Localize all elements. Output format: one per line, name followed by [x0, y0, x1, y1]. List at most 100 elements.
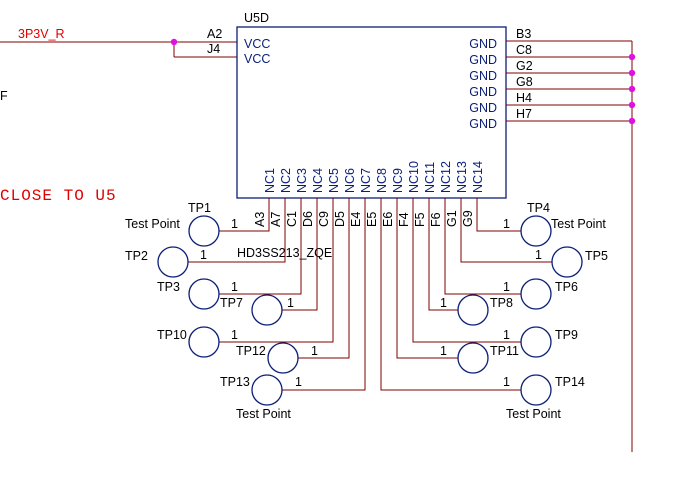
test-point-tp1 [188, 215, 220, 247]
pin-name-gnd: GND [469, 101, 497, 115]
tp-pin: 1 [231, 328, 238, 342]
component-ref: U5D [244, 11, 269, 25]
test-point-tp13 [251, 374, 283, 406]
wire-a7-tp2 [188, 198, 286, 263]
pin-name-nc8: NC8 [375, 168, 389, 193]
test-point-values: Test Point Test Point Test Point Test Po… [125, 217, 606, 421]
tp-ref: TP2 [125, 249, 148, 263]
tp-pin: 1 [503, 328, 510, 342]
wire-e6-tp11 [396, 198, 458, 359]
wire-c1-tp3 [219, 198, 302, 295]
bottom-pin-numbers: A3 A7 C1 D6 C9 D5 E4 E5 E6 F4 F5 F6 G1 G… [253, 210, 475, 227]
test-point-tp5 [551, 246, 583, 278]
test-point-tp4 [520, 215, 552, 247]
tp-pin: 1 [503, 217, 510, 231]
tp-ref: TP1 [188, 201, 211, 215]
pin-name-nc2: NC2 [279, 168, 293, 193]
pin-number-g1: G1 [445, 210, 459, 227]
test-point-tp10 [188, 326, 220, 358]
pin-name-nc5: NC5 [327, 168, 341, 193]
tp-ref: TP5 [585, 249, 608, 263]
bottom-pin-names: NC1 NC2 NC3 NC4 NC5 NC6 NC7 NC8 NC9 NC10… [263, 161, 485, 193]
tp-pin: 1 [295, 375, 302, 389]
tp-pin: 1 [440, 344, 447, 358]
pin-number-h4: H4 [516, 91, 532, 105]
tp-ref: TP9 [555, 328, 578, 342]
pin-number-e4: E4 [349, 212, 363, 227]
pin-name-nc4: NC4 [311, 168, 325, 193]
tp-pin: 1 [287, 296, 294, 310]
pin-name-nc3: NC3 [295, 168, 309, 193]
pin-number-c8: C8 [516, 43, 532, 57]
wire-d6-tp7 [282, 198, 318, 311]
placement-note: CLOSE TO U5 [0, 187, 117, 205]
pin-number-j4: J4 [207, 42, 220, 56]
pin-number-g2: G2 [516, 59, 533, 73]
tp-value: Test Point [506, 407, 561, 421]
test-point-tp2 [157, 246, 189, 278]
pin-number-a3: A3 [253, 212, 267, 227]
junction-dot [628, 53, 636, 61]
test-point-tp11 [457, 342, 489, 374]
pin-number-a7: A7 [269, 212, 283, 227]
tp-ref: TP11 [490, 344, 519, 358]
pin-number-f5: F5 [413, 212, 427, 227]
tp-pin: 1 [231, 280, 238, 294]
pin-name-vcc-2: VCC [244, 52, 270, 66]
wire-a3-tp1 [219, 198, 270, 232]
pin-name-gnd: GND [469, 69, 497, 83]
tp-ref: TP13 [220, 375, 250, 389]
junction-dot [628, 85, 636, 93]
pin-name-gnd: GND [469, 37, 497, 51]
pin-number-e5: E5 [365, 212, 379, 227]
tp-value: Test Point [236, 407, 291, 421]
tp-ref: TP8 [490, 296, 513, 310]
pin-name-gnd: GND [469, 85, 497, 99]
wire-c9-tp10 [219, 198, 334, 343]
pin-name-nc12: NC12 [439, 161, 453, 193]
test-point-tp6 [520, 278, 552, 310]
wire-e5-tp14 [380, 198, 521, 391]
test-point-wires [188, 198, 552, 391]
pin-name-nc7: NC7 [359, 168, 373, 193]
tp-ref: TP14 [555, 375, 585, 389]
net-label-3p3v: 3P3V_R [18, 27, 65, 41]
right-pin-numbers: B3 C8 G2 G8 H4 H7 [516, 27, 533, 121]
pin-number-d5: D5 [333, 211, 347, 227]
wire-e4-tp13 [282, 198, 366, 391]
test-point-pin-numbers: 1 1 1 1 1 1 1 1 1 1 1 1 1 1 [200, 217, 542, 389]
pin-number-h7: H7 [516, 107, 532, 121]
pin-name-nc13: NC13 [455, 161, 469, 193]
pin-name-nc6: NC6 [343, 168, 357, 193]
tp-ref: TP6 [555, 280, 578, 294]
wire-g9-tp4 [476, 198, 521, 232]
test-point-tp14 [520, 374, 552, 406]
test-point-tp9 [520, 326, 552, 358]
pin-number-d6: D6 [301, 211, 315, 227]
test-point-tp12 [267, 342, 299, 374]
pin-number-c9: C9 [317, 211, 331, 227]
wire-g1-tp5 [460, 198, 552, 263]
pin-name-gnd: GND [469, 53, 497, 67]
pin-number-b3: B3 [516, 27, 531, 41]
pin-name-vcc-1: VCC [244, 37, 270, 51]
test-point-tp3 [188, 278, 220, 310]
test-point-tp8 [457, 294, 489, 326]
tp-pin: 1 [440, 296, 447, 310]
gnd-wires [506, 40, 636, 452]
tp-value: Test Point [551, 217, 606, 231]
pin-number-f6: F6 [429, 212, 443, 227]
test-point-refs: TP1 TP2 TP3 TP7 TP10 TP12 TP13 TP4 TP5 T… [125, 201, 608, 389]
tp-pin: 1 [535, 248, 542, 262]
pin-name-gnd: GND [469, 117, 497, 131]
wire-d5-tp12 [298, 198, 350, 359]
tp-ref: TP7 [220, 296, 243, 310]
tp-pin: 1 [503, 280, 510, 294]
wire-f4-tp9 [412, 198, 521, 343]
test-points [157, 215, 583, 406]
pin-number-e6: E6 [381, 212, 395, 227]
u5d-component-body [236, 26, 507, 199]
junction-dot [628, 101, 636, 109]
tp-ref: TP3 [157, 280, 180, 294]
